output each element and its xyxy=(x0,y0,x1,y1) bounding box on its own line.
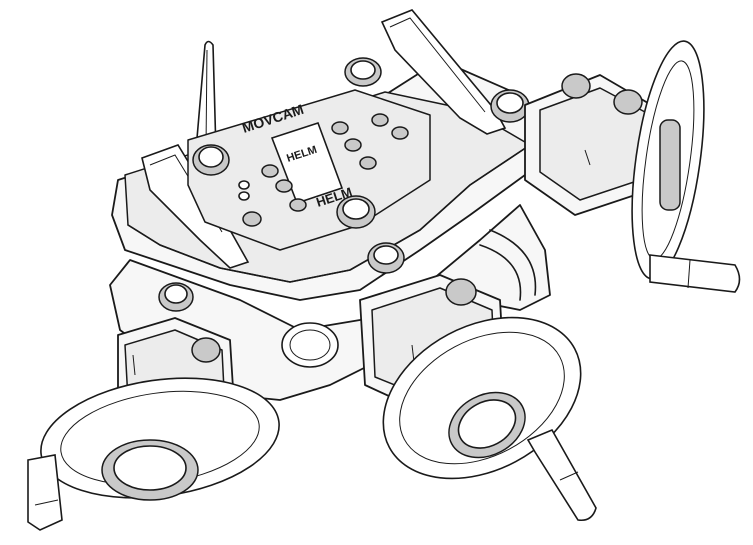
handwheel-center[interactable] xyxy=(355,285,608,522)
panel-buttons[interactable] xyxy=(238,113,409,227)
handwheel-right[interactable] xyxy=(620,37,741,293)
knob-top-center[interactable] xyxy=(344,57,382,87)
knob-left[interactable] xyxy=(192,144,230,176)
knob-center-bottom[interactable] xyxy=(336,195,376,229)
knob-lower-left[interactable] xyxy=(158,282,194,312)
antenna xyxy=(195,40,217,153)
handwheel-left[interactable] xyxy=(27,364,287,531)
motor-unit-right xyxy=(524,73,661,216)
knob-lower-mid[interactable] xyxy=(367,242,405,274)
handle-right[interactable] xyxy=(380,9,507,135)
knob-right[interactable] xyxy=(490,89,530,123)
